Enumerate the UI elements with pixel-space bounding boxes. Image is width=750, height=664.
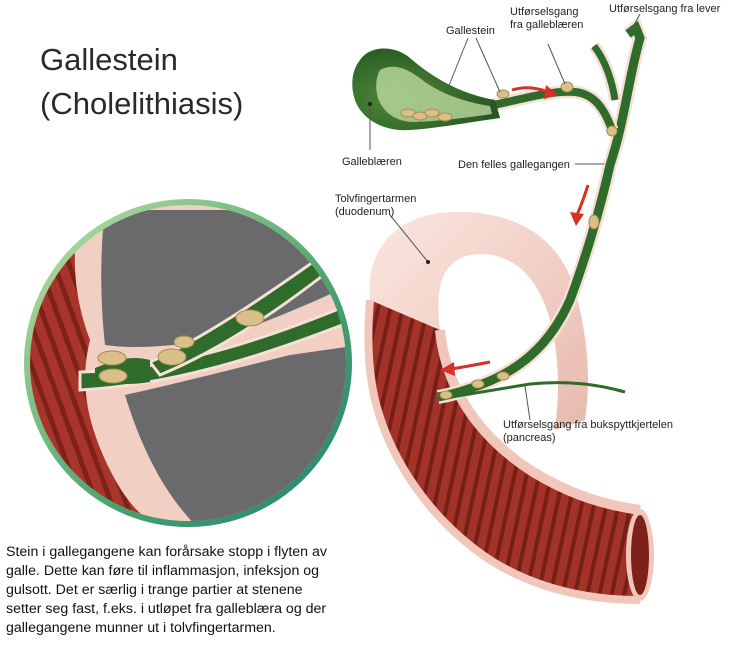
caption-text: Stein i gallegangene kan forårsake stopp…: [6, 543, 381, 638]
caption-line: galle. Dette kan føre til inflammasjon, …: [6, 563, 320, 579]
flow-arrow-icon: [440, 360, 491, 376]
label-galleblaeren: Galleblæren: [342, 156, 402, 168]
flow-arrow-icon: [570, 184, 590, 226]
label-utforselsgang-galleblaeren-line1: Utførselsgang: [510, 6, 579, 18]
stone: [588, 214, 600, 230]
stone: [98, 368, 128, 384]
label-felles-gallegangen: Den felles gallegangen: [458, 159, 570, 171]
stone: [439, 390, 453, 400]
label-bukspyttkjertel-line1: Utførselsgang fra bukspyttkjertelen: [503, 419, 673, 431]
label-tolvfingertarmen: Tolvfingertarmen (duodenum): [335, 193, 416, 219]
label-bukspyttkjertel-line2: (pancreas): [503, 432, 556, 444]
label-utforselsgang-galleblaeren-line2: fra galleblæren: [510, 19, 584, 31]
page-title: Gallestein (Cholelithiasis): [40, 38, 243, 126]
duodenum: [364, 211, 654, 604]
stone: [424, 108, 440, 118]
label-bukspyttkjertel: Utførselsgang fra bukspyttkjertelen (pan…: [503, 419, 673, 445]
stone: [437, 112, 453, 122]
leader-lines: [369, 13, 641, 421]
stone: [471, 379, 485, 389]
caption-line: gallegangene munner ut i tolvfingertarme…: [6, 620, 276, 636]
stone: [97, 350, 127, 366]
stone: [173, 335, 195, 349]
bile-ducts: [436, 16, 648, 404]
caption-line: gulsott. Det er særlig i trange partier …: [6, 582, 303, 598]
stone: [496, 89, 510, 99]
label-utforselsgang-galleblaeren: Utførselsgang fra galleblæren: [510, 6, 583, 32]
magnified-view: [24, 199, 352, 527]
caption-line: Stein i gallegangene kan forårsake stopp…: [6, 544, 327, 560]
caption-line: setter seg fast, f.eks. i utløpet fra ga…: [6, 601, 327, 617]
stone: [235, 309, 265, 327]
stone: [560, 81, 574, 93]
title-line-1: Gallestein: [40, 42, 178, 77]
stone: [606, 125, 618, 137]
label-tolvfingertarmen-line2: (duodenum): [335, 206, 395, 218]
flow-arrow-icon: [511, 85, 558, 99]
label-gallestein: Gallestein: [446, 25, 495, 37]
label-utforselsgang-lever: Utførselsgang fra lever: [609, 3, 721, 15]
title-line-2: (Cholelithiasis): [40, 86, 244, 121]
label-tolvfingertarmen-line1: Tolvfingertarmen: [335, 193, 417, 205]
stone: [496, 371, 510, 381]
stone: [157, 348, 187, 366]
gallbladder: [352, 48, 510, 131]
